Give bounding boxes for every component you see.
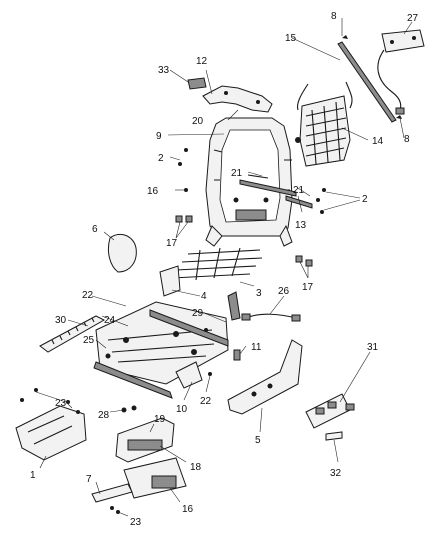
part-13-cross-bar (239, 179, 297, 197)
callout-6: 6 (92, 224, 98, 235)
callout-13: 13 (295, 220, 307, 231)
callout-16: 16 (182, 504, 194, 515)
part-6-recliner-cover (107, 233, 137, 273)
callout-15: 15 (285, 33, 297, 44)
part-9-seatback-frame (205, 117, 293, 247)
callout-30: 30 (55, 315, 67, 326)
callout-8: 8 (404, 134, 410, 145)
callout-3: 3 (256, 288, 262, 299)
callout-12: 12 (196, 56, 208, 67)
callout-24: 24 (104, 315, 116, 326)
part-21-lumbar-bar (285, 195, 313, 209)
callout-21: 21 (293, 185, 305, 196)
callout-28: 28 (98, 410, 110, 421)
callout-10: 10 (176, 404, 188, 415)
leader-lines (35, 18, 413, 517)
part-27-module (377, 29, 425, 115)
part-12-20-guide-bracket (202, 85, 273, 113)
fasteners (175, 148, 326, 267)
parts-drawing (15, 29, 425, 514)
callout-21: 21 (231, 168, 243, 179)
callout-23: 23 (130, 517, 142, 528)
part-15-rod (337, 41, 397, 123)
seat-adjuster-assembly (93, 301, 241, 399)
part-31-button (345, 403, 355, 411)
part-31-switch-panel (305, 393, 351, 429)
callout-9: 9 (156, 131, 162, 142)
callout-22: 22 (200, 396, 212, 407)
screws (20, 372, 212, 514)
callout-5: 5 (255, 435, 261, 446)
part-26-harness (241, 313, 301, 322)
callout-22: 22 (82, 290, 94, 301)
part-5-outer-shield (227, 339, 303, 415)
callout-labels: 1 2 2 3 4 5 6 7 8 8 9 10 11 12 13 14 15 … (30, 11, 419, 528)
callout-25: 25 (83, 335, 95, 346)
callout-18: 18 (190, 462, 202, 473)
part-4-bracket (227, 291, 241, 321)
part-8-pin-lower (396, 115, 402, 119)
callout-33: 33 (158, 65, 170, 76)
callout-14: 14 (372, 136, 384, 147)
part-33-clip (187, 77, 207, 90)
callout-11: 11 (251, 342, 262, 353)
callout-23: 23 (55, 398, 67, 409)
callout-32: 32 (330, 468, 342, 479)
callout-8: 8 (331, 11, 337, 22)
part-32-knob (325, 431, 343, 441)
part-18-19-bracket (115, 417, 175, 463)
part-1-base-tray (15, 405, 87, 461)
callout-17: 17 (166, 238, 178, 249)
callout-27: 27 (407, 13, 419, 24)
part-14-lumbar-mat (295, 81, 353, 167)
part-7-bracket (91, 483, 133, 503)
callout-26: 26 (278, 286, 290, 297)
callout-17: 17 (302, 282, 314, 293)
part-30-side-trim (39, 315, 106, 353)
part-4-inner-shield (159, 265, 181, 297)
part-8-pin-upper (342, 35, 348, 39)
callout-1: 1 (30, 470, 36, 481)
callout-2: 2 (158, 153, 164, 164)
callout-29: 29 (192, 308, 204, 319)
part-16-module (123, 457, 187, 499)
callout-20: 20 (192, 116, 204, 127)
callout-4: 4 (201, 291, 207, 302)
callout-19: 19 (154, 414, 166, 425)
callout-2: 2 (362, 194, 368, 205)
part-3-cushion-springs (171, 247, 263, 281)
callout-31: 31 (367, 342, 379, 353)
callout-7: 7 (86, 474, 92, 485)
callout-16: 16 (147, 186, 159, 197)
